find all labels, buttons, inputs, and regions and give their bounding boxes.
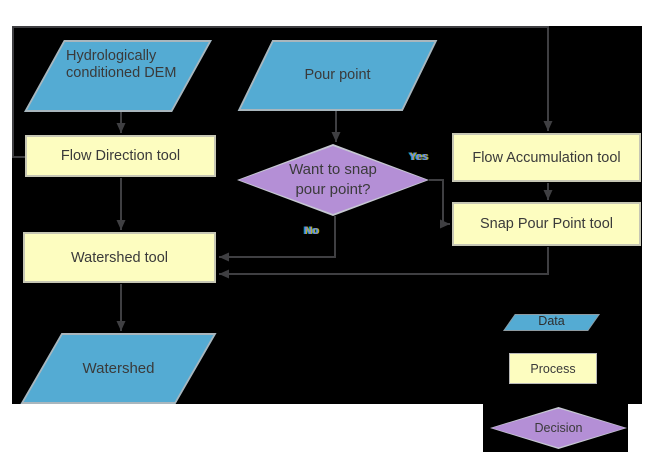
node-flow-accumulation-tool: Flow Accumulation tool xyxy=(452,133,641,182)
node-pour-point-label: Pour point xyxy=(304,67,371,83)
legend-process-rectangle: Process xyxy=(509,353,597,384)
edge-snappourpoint-to-watershedtool xyxy=(219,247,549,279)
legend-decision-label: Decision xyxy=(534,420,583,435)
edge-decision-no-to-watershedtool xyxy=(219,216,336,262)
edge-label-yes: Yes xyxy=(409,151,428,163)
node-flow-accumulation-label: Flow Accumulation tool xyxy=(472,149,621,166)
node-watershed-tool-label: Watershed tool xyxy=(71,249,168,266)
node-snap-pour-point-label: Snap Pour Point tool xyxy=(479,216,613,232)
node-watershed-tool: Watershed tool xyxy=(23,232,216,283)
node-watershed-label: Watershed xyxy=(82,360,155,377)
edge-decision-yes-to-snappourpoint xyxy=(429,179,450,229)
legend-data-label: Data xyxy=(538,314,565,328)
node-snap-pour-point-tool: Snap Pour Point tool xyxy=(452,202,641,246)
node-dem-label: Hydrologically conditioned DEM xyxy=(66,48,177,81)
node-decision-label: Want to snap pour point? xyxy=(289,161,377,198)
node-flow-direction-tool: Flow Direction tool xyxy=(25,135,216,177)
node-flow-direction-label: Flow Direction tool xyxy=(60,148,181,164)
edge-label-no: No xyxy=(304,225,319,237)
legend-process-label: Process xyxy=(530,361,576,376)
edge-flowdirection-to-flowaccumulation xyxy=(12,26,553,158)
